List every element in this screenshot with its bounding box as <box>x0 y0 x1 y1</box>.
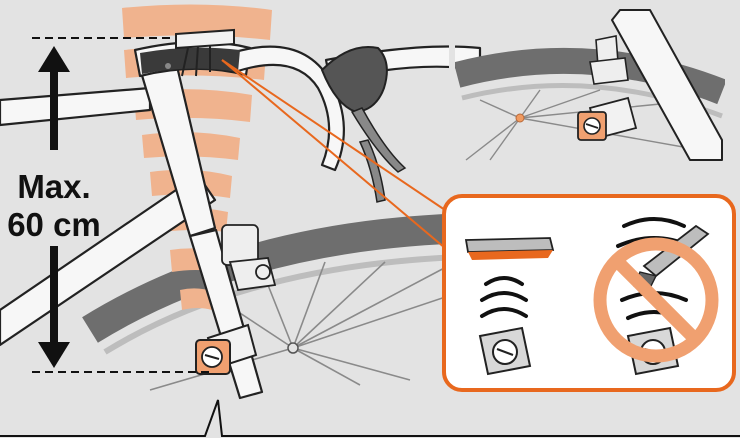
range-indicator <box>32 37 210 373</box>
stem-clamp <box>140 47 240 74</box>
bottom-leader <box>0 399 740 437</box>
prohibited-orientation <box>593 217 719 376</box>
brake-lever <box>320 46 407 203</box>
max-label-line2: 60 cm <box>7 206 101 243</box>
max-label-line1: Max. <box>17 168 91 205</box>
signal-wave-icon <box>480 276 528 318</box>
down-arrow-icon <box>38 246 70 368</box>
max-distance-label: Max. 60 cm <box>2 168 106 244</box>
speed-sensor-icon <box>195 323 258 375</box>
computer-unit-icon <box>175 28 235 77</box>
mount-dot <box>165 63 171 69</box>
up-arrow-icon <box>38 46 70 150</box>
callout-lines <box>221 59 446 249</box>
brake-caliper <box>221 224 277 291</box>
computer-unit-icon <box>464 237 555 260</box>
orientation-callout <box>442 194 736 392</box>
correct-orientation <box>464 237 555 376</box>
wheel-detail-inset <box>449 0 731 173</box>
prohibited-icon <box>593 237 719 363</box>
speed-sensor-icon <box>478 326 532 376</box>
